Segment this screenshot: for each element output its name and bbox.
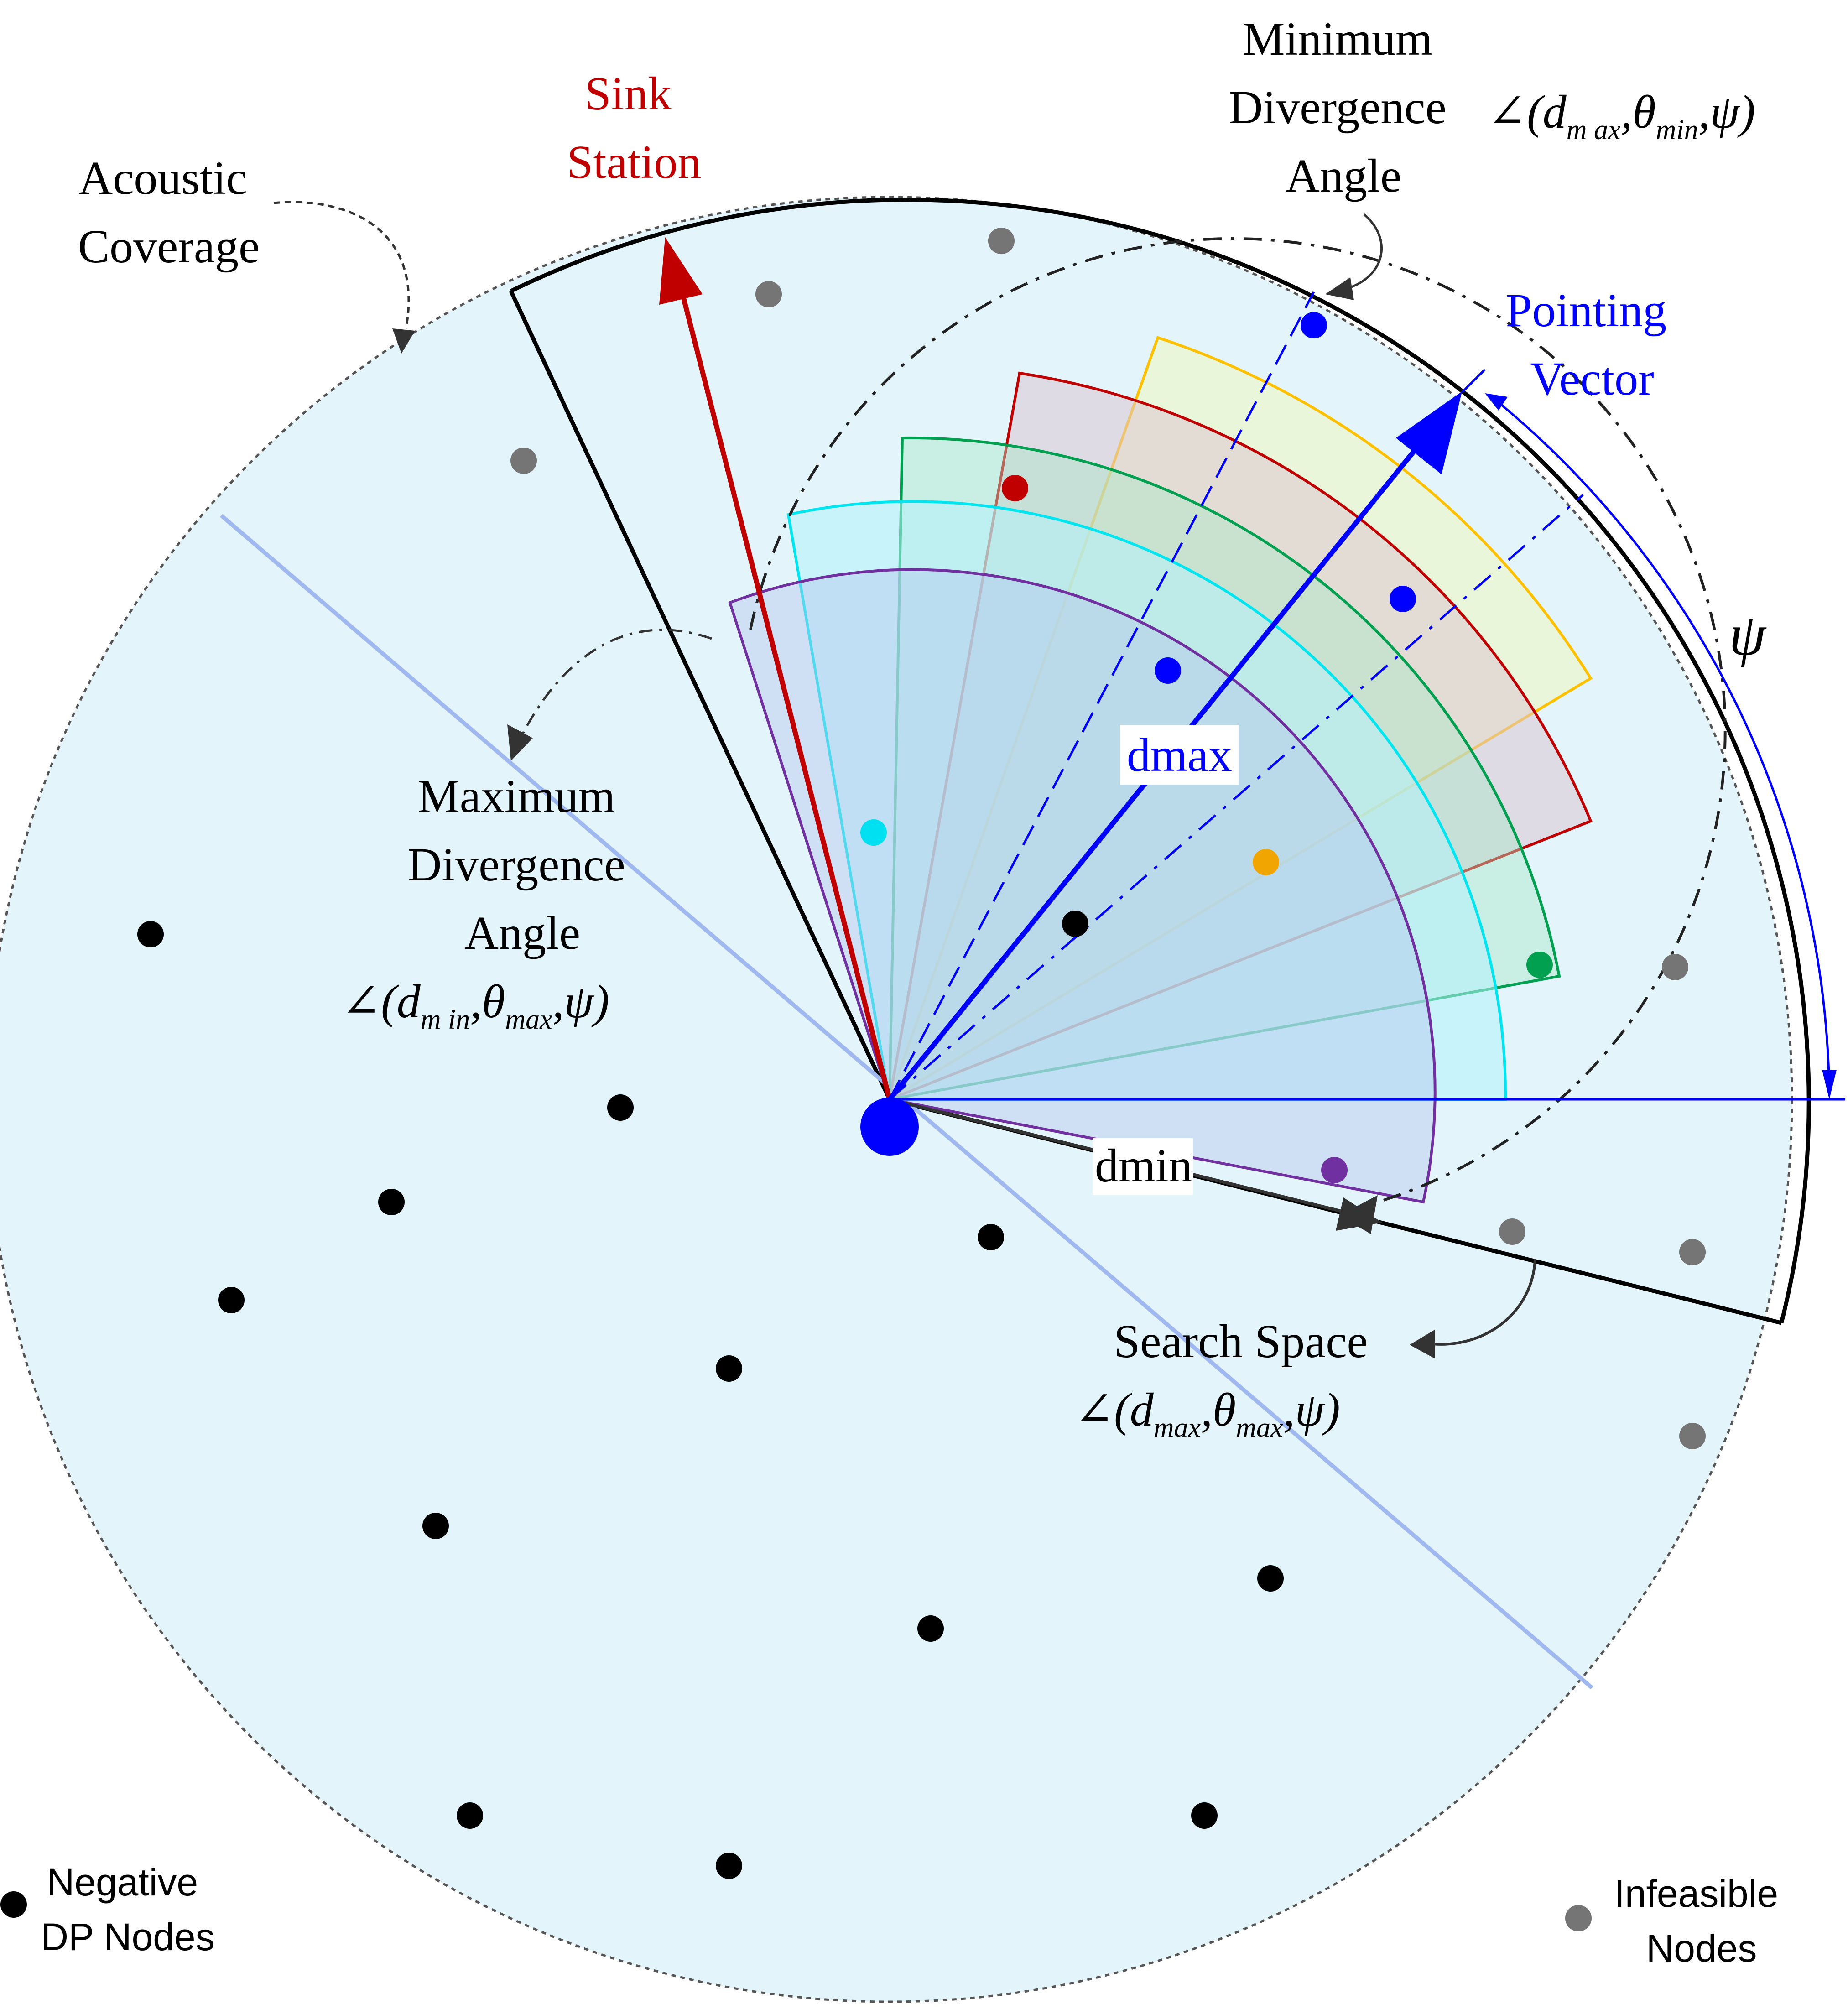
node-blue <box>1390 586 1416 612</box>
max-divergence-pointer <box>519 629 712 740</box>
negative-dp-node <box>1191 1802 1218 1829</box>
legend-negative-dp-nodes: Negative DP Nodes <box>41 1861 214 1958</box>
search-space-arc <box>510 198 1811 1324</box>
max-divergence-pointer-head <box>507 724 533 761</box>
sink-station-arrow <box>679 291 892 1100</box>
negative-dp-node <box>378 1189 405 1215</box>
infeasible-node <box>1679 1239 1706 1265</box>
max-divergence-formula: ∠(dm in,θmax,ψ) <box>341 975 609 1035</box>
source-node <box>860 1098 919 1156</box>
negative-dp-node <box>457 1802 483 1829</box>
dmax-label: dmax <box>1127 729 1232 781</box>
legend-infeasible-nodes: Infeasible Nodes <box>1614 1872 1789 1970</box>
node-orange <box>1253 849 1279 875</box>
pointing-vector-arrowhead <box>1396 391 1462 474</box>
min-divergence-guide-2 <box>889 494 1584 1100</box>
search-space-pointer <box>1427 1259 1536 1346</box>
dmin-arrowhead <box>1336 1197 1382 1231</box>
negative-dp-node <box>978 1224 1004 1250</box>
negative-dp-node <box>917 1615 944 1642</box>
legend-infeasible-node-marker <box>1565 1905 1592 1931</box>
infeasible-node <box>1679 1423 1706 1449</box>
min-divergence-formula: ∠(dm ax,θmin,ψ) <box>1487 86 1755 146</box>
psi-arc <box>1491 396 1831 1093</box>
search-space-label: Search Space <box>1114 1315 1368 1368</box>
max-divergence-arc <box>749 237 1727 1203</box>
minimum-divergence-label: Minimum Divergence Angle <box>1229 13 1458 202</box>
node-blue <box>1301 312 1327 338</box>
legend-negative-node-marker <box>0 1891 27 1918</box>
node-cyan <box>860 819 887 846</box>
infeasible-node <box>1499 1218 1525 1245</box>
acoustic-coverage-label: Acoustic Coverage <box>78 152 260 273</box>
node-blue <box>1155 657 1181 684</box>
maximum-divergence-label: Maximum Divergence Angle <box>407 770 637 959</box>
negative-dp-node <box>716 1355 742 1382</box>
infeasible-node <box>1662 954 1688 980</box>
psi-tick <box>1461 369 1486 393</box>
infeasible-node <box>755 281 782 307</box>
negative-dp-node <box>1257 1565 1284 1592</box>
infeasible-node <box>510 448 537 474</box>
dmax-label-box <box>1120 725 1239 785</box>
min-divergence-guide-1 <box>888 291 1315 1100</box>
min-divergence-pointer-head <box>1325 277 1354 300</box>
acoustic-coverage-pointer <box>273 201 410 329</box>
psi-arc-arrowhead-start <box>1485 393 1508 411</box>
node-dark-red <box>1002 475 1028 501</box>
negative-dp-node <box>137 921 164 947</box>
pointing-vector-label: Pointing Vector <box>1506 284 1679 405</box>
psi-label: ψ <box>1729 602 1767 668</box>
psi-arc-arrowhead-end <box>1822 1070 1837 1099</box>
negative-dp-node <box>716 1853 742 1879</box>
sector-purple <box>728 568 1437 1204</box>
node-purple <box>1321 1157 1348 1183</box>
infeasible-node <box>988 228 1015 254</box>
negative-dp-node <box>218 1287 245 1313</box>
sink-station-arrowhead <box>659 237 703 305</box>
acoustic-coverage-pointer-head <box>392 328 415 354</box>
dmin-label-box <box>1093 1138 1193 1195</box>
negative-dp-node <box>422 1513 449 1539</box>
dmin-label: dmin <box>1095 1140 1192 1192</box>
search-space-formula: ∠(dmax,θmax,ψ) <box>1074 1384 1340 1443</box>
search-space-pointer-head <box>1410 1330 1435 1358</box>
node-green <box>1526 952 1553 978</box>
node-black <box>1062 911 1088 937</box>
sink-station-label: Sink Station <box>567 68 702 188</box>
negative-dp-node <box>607 1094 634 1121</box>
min-divergence-pointer <box>1350 213 1383 289</box>
